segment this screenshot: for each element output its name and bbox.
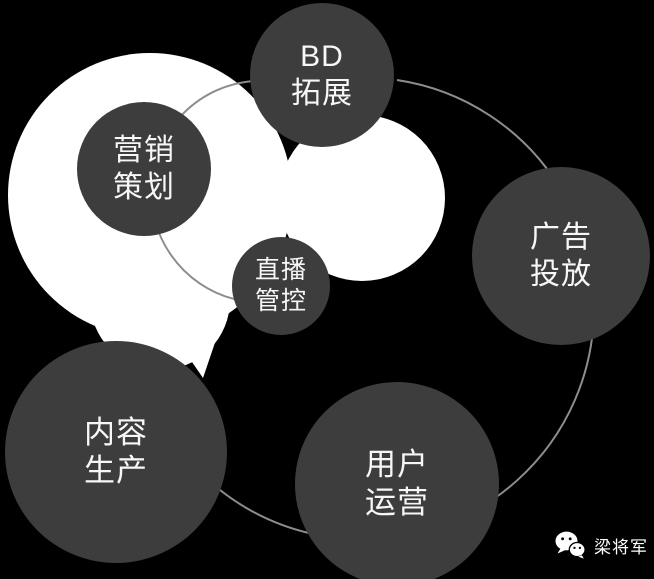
node-label-line: 营销 (113, 133, 175, 167)
node-label-line: 策划 (113, 171, 175, 204)
node-bd-expansion: BD 拓展 (250, 3, 394, 147)
node-label-line: 管控 (254, 287, 307, 315)
node-ad-placement: 广告 投放 (472, 167, 650, 345)
node-label-line: BD (300, 39, 344, 73)
node-user-operations: 用户 运营 (295, 382, 499, 579)
watermark-name: 梁将军 (594, 537, 648, 557)
node-marketing-planning: 营销 策划 (77, 102, 211, 236)
node-label-line: 生产 (84, 453, 148, 488)
node-label-line: 投放 (530, 258, 592, 291)
wechat-icon (555, 531, 586, 559)
node-livestream-control: 直播 管控 (232, 237, 330, 335)
node-content-production: 内容 生产 (5, 341, 227, 563)
node-label-line: 直播 (254, 256, 307, 284)
node-label-line: 用户 (365, 446, 429, 482)
node-label-line: 内容 (84, 414, 148, 450)
node-label-line: 运营 (365, 485, 429, 520)
node-label-line: 拓展 (291, 77, 353, 110)
watermark: 梁将军 (555, 531, 648, 559)
node-label-line: 广告 (530, 220, 592, 254)
